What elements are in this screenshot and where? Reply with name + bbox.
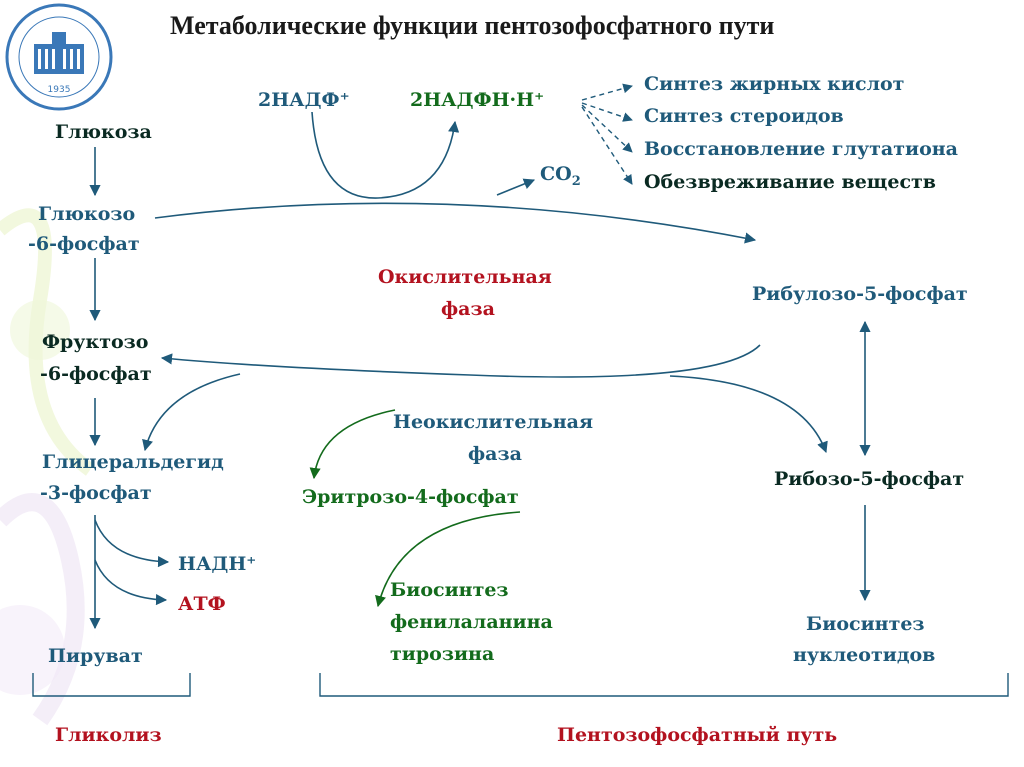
ribose-5-phosphate-label: Рибозо-5-фосфат (774, 468, 965, 490)
nadph-function-arrows (581, 83, 633, 185)
nadph-function-1: Синтез жирных кислот (644, 73, 905, 95)
nonoxidative-return-arc (160, 344, 761, 378)
co2-arrow (496, 178, 536, 196)
pentose-phosphate-pathway-label: Пентозофосфатный путь (557, 724, 838, 746)
nucleotide-biosynthesis-line2: нуклеотидов (793, 644, 936, 666)
nadh-label: НАДН⁺ (178, 553, 257, 575)
phenylalanine-biosynthesis-line3: тирозина (390, 643, 495, 665)
nadph-function-2: Синтез стероидов (644, 105, 844, 127)
nadph-label: 2НАДФН·Н⁺ (410, 89, 545, 111)
phenylalanine-biosynthesis-line2: фенилаланина (390, 611, 553, 633)
phenylalanine-biosynthesis-line1: Биосинтез (390, 579, 509, 601)
glyceraldehyde-3-phosphate-line2: -3-фосфат (40, 482, 152, 504)
page-title: Метаболические функции пентозофосфатного… (170, 11, 775, 40)
co2-subscript: 2 (571, 173, 581, 189)
oxidative-phase-line2: фаза (441, 298, 495, 320)
logo-year: 1935 (48, 85, 71, 95)
nadph-function-3: Восстановление глутатиона (644, 138, 958, 160)
nonoxidative-phase-line1: Неокислительная (393, 411, 593, 433)
glycolysis-arrows (89, 147, 170, 630)
oxidative-arc (154, 202, 757, 244)
glycolysis-section-label: Гликолиз (55, 724, 162, 746)
erythrose-arrow (309, 409, 396, 480)
nadph-function-4: Обезвреживание веществ (644, 171, 936, 193)
nucleotide-biosynthesis-line1: Биосинтез (806, 613, 925, 635)
ribulose-5-phosphate-label: Рибулозо-5-фосфат (752, 283, 968, 305)
nadp-label: 2НАДФ⁺ (258, 89, 350, 111)
glucose-label: Глюкоза (55, 121, 152, 143)
fructose-6-phosphate-line2: -6-фосфат (40, 363, 152, 385)
pyruvate-label: Пируват (48, 645, 143, 667)
glucose-6-phosphate-line2: -6-фосфат (28, 233, 140, 255)
glyceraldehyde-branch (142, 373, 241, 452)
glucose-6-phosphate-line1: Глюкозо (38, 203, 136, 225)
oxidative-phase-line1: Окислительная (378, 266, 552, 288)
glycolysis-bracket (32, 673, 191, 697)
nadp-reduction-arc (311, 111, 460, 199)
phenylalanine-arrow (375, 511, 521, 608)
co2-label: CO2 (540, 162, 581, 194)
nonoxidative-phase-line2: фаза (468, 443, 522, 465)
glyceraldehyde-3-phosphate-line1: Глицеральдегид (42, 451, 224, 473)
erythrose-4-phosphate-label: Эритрозо-4-фосфат (302, 486, 519, 508)
pathway-bracket (319, 673, 1009, 697)
fructose-6-phosphate-line1: Фруктозо (42, 331, 149, 353)
co2-text: CO (540, 163, 572, 185)
university-logo: 1935 (5, 3, 113, 111)
ribose-branch (669, 375, 828, 454)
atp-label: АТФ (178, 593, 226, 615)
